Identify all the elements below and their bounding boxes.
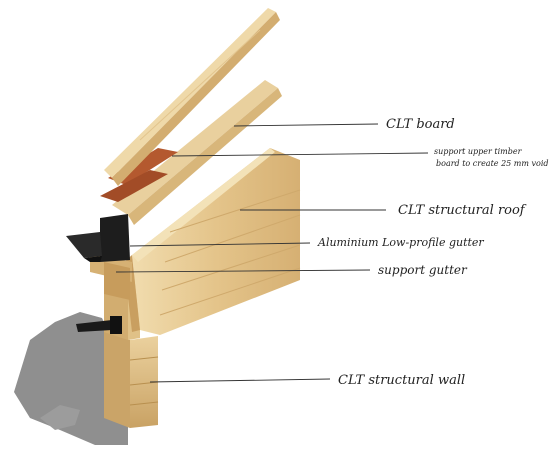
label-support-gutter: support gutter <box>378 263 468 277</box>
label-clt-board: CLT board <box>386 117 455 132</box>
label-clt-roof: CLT structural roof <box>398 203 527 218</box>
ground-shadow <box>14 312 128 445</box>
aluminium-gutter <box>66 214 130 262</box>
label-gutter: Aluminium Low-profile gutter <box>317 236 484 249</box>
lower-bracket <box>76 316 122 334</box>
clt-structural-roof <box>124 148 301 335</box>
leader-support-timber <box>171 152 429 157</box>
clt-board <box>104 8 280 186</box>
leader-gutter <box>129 242 311 247</box>
label-support-timber-line2: board to create 25 mm void <box>436 159 549 168</box>
leader-clt-board <box>233 123 379 127</box>
clt-structural-wall <box>104 330 159 428</box>
label-support-timber-line1: support upper timber <box>434 147 523 156</box>
leader-support-gutter <box>115 269 371 273</box>
leader-clt-wall <box>149 378 331 383</box>
label-clt-wall: CLT structural wall <box>338 373 465 388</box>
